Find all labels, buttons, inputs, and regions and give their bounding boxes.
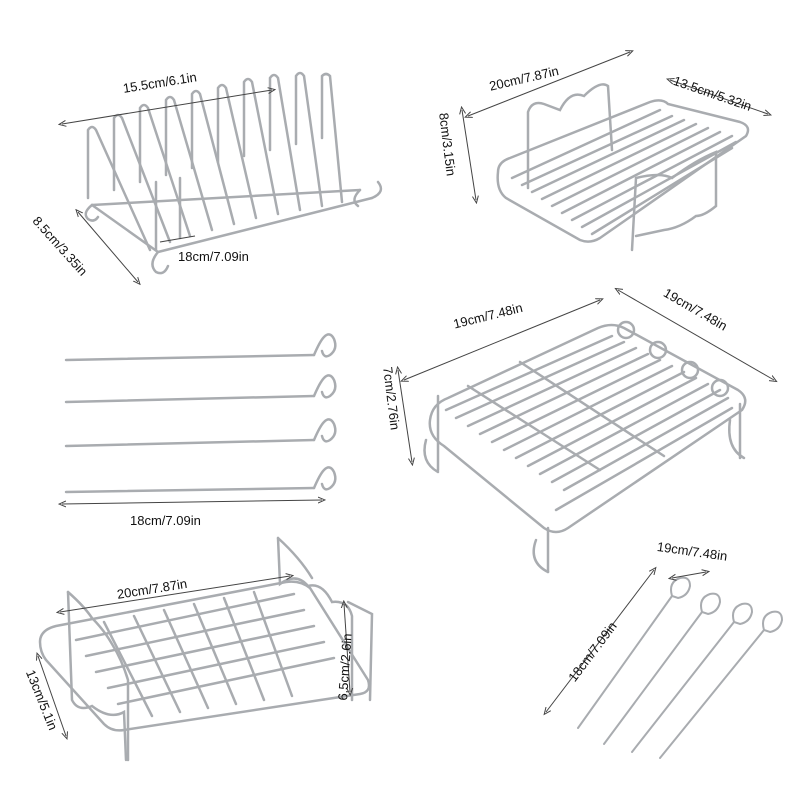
dimension-line xyxy=(62,500,322,504)
dimension-line xyxy=(62,90,272,124)
dimension-line xyxy=(670,80,768,114)
double-layer-rack-icon xyxy=(423,320,747,574)
dimension-line xyxy=(462,110,476,200)
rectangular-rack-icon xyxy=(496,83,750,252)
skewers-angled-icon xyxy=(577,576,784,759)
rib-rack-icon xyxy=(84,71,383,275)
skewers-length-label: 18cm/7.09in xyxy=(130,513,201,528)
dimension-line xyxy=(618,290,774,380)
dimension-line xyxy=(78,212,138,282)
skewers-icon xyxy=(64,333,337,494)
dimension-line xyxy=(468,52,630,116)
dimension-line xyxy=(672,572,706,578)
rack1-length-label: 18cm/7.09in xyxy=(178,249,249,264)
dimension-line xyxy=(38,656,66,736)
wavy-rack-icon xyxy=(38,536,374,762)
dimension-line xyxy=(159,235,196,243)
dimension-line xyxy=(404,300,600,380)
dimension-line xyxy=(60,576,290,612)
dimension-line xyxy=(398,370,412,462)
dimension-line xyxy=(344,604,350,692)
dimension-line xyxy=(546,570,654,712)
